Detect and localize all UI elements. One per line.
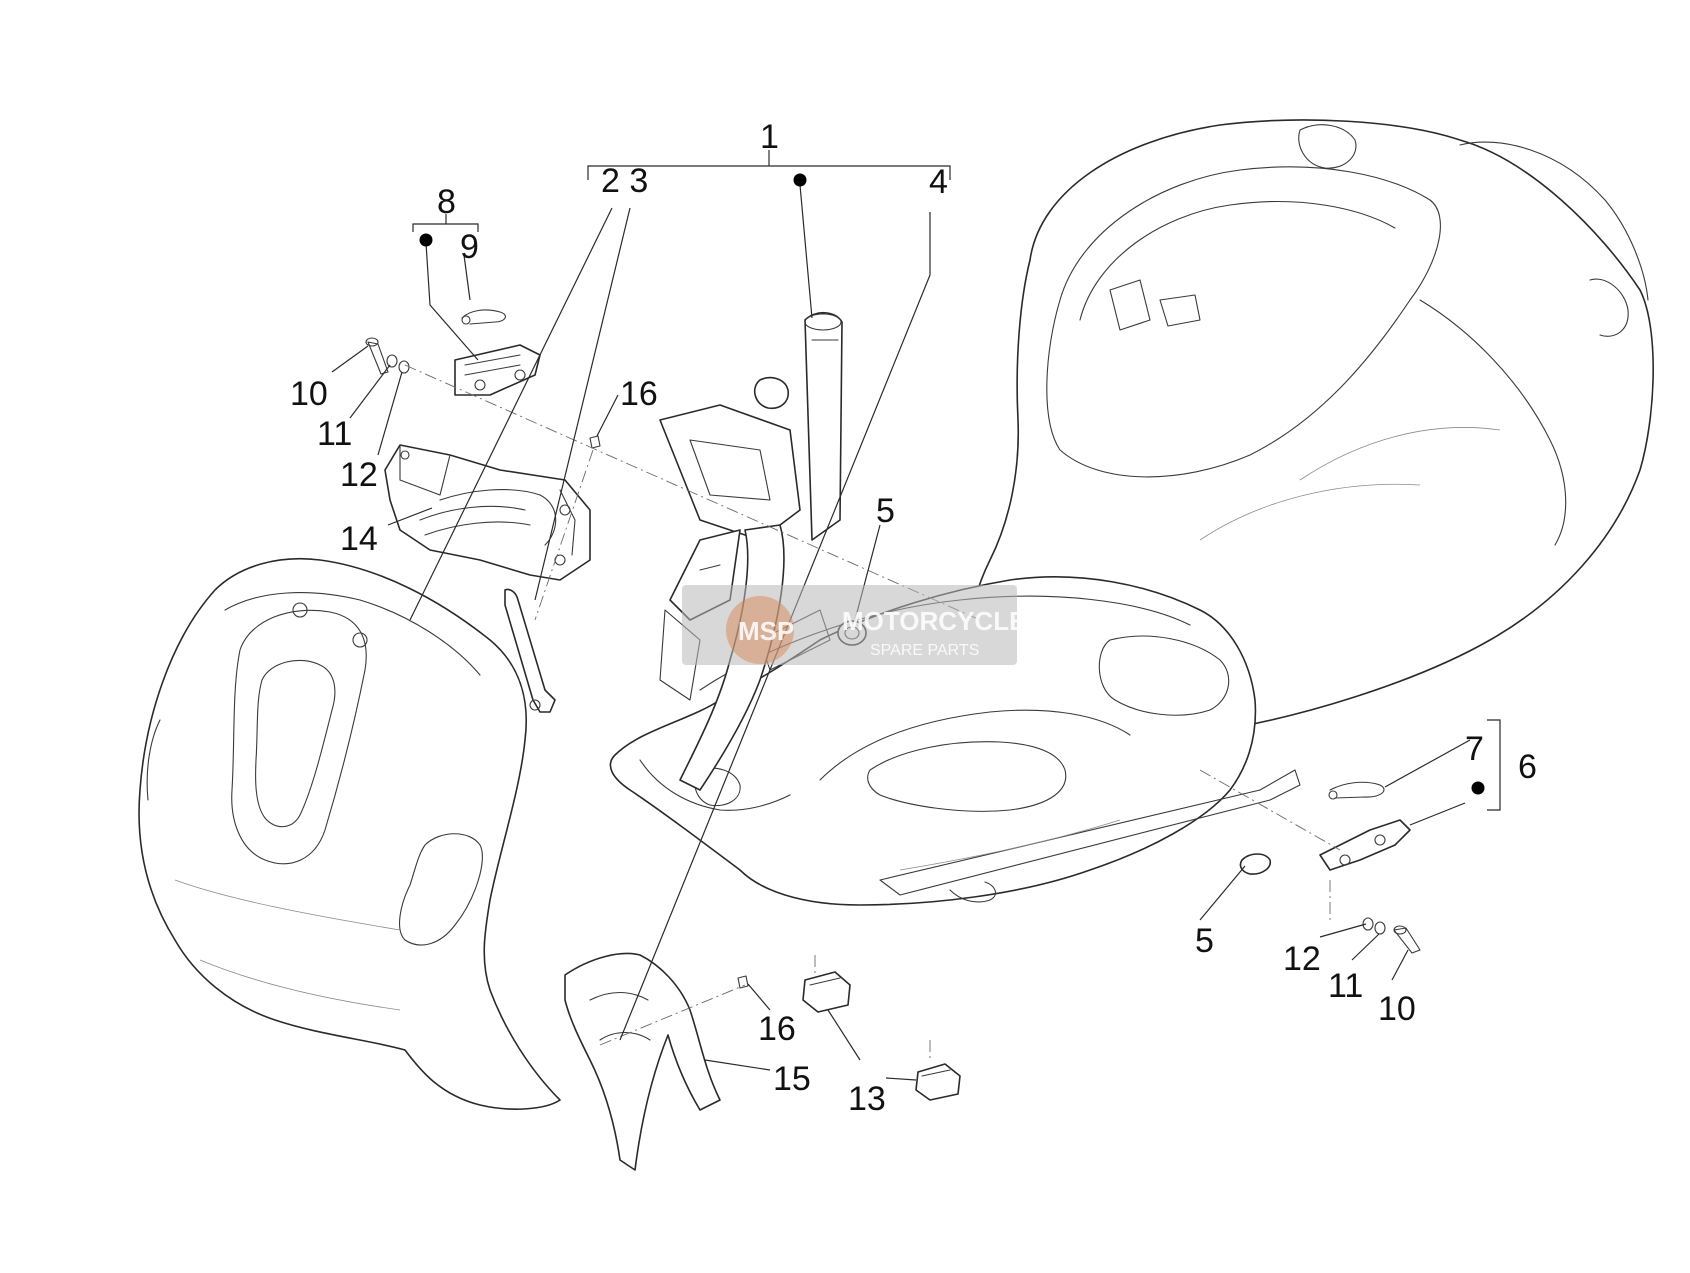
callout-11-left[interactable]: 11 [317,415,352,453]
watermark-logo-text: MSP [738,616,794,646]
bracket-part-14[interactable] [384,444,591,581]
kit-dot-6 [1471,781,1485,795]
callout-16-upper[interactable]: 16 [620,375,658,413]
watermark: MSP MOTORCYCLE SPARE PARTS [682,585,1026,665]
screw-part-10-left[interactable] [365,337,389,375]
callout-5-right[interactable]: 5 [1195,922,1214,960]
callout-12-right[interactable]: 12 [1283,940,1321,978]
washer-part-12-right[interactable] [1362,917,1374,931]
watermark-brand-text: MOTORCYCLE [842,606,1026,636]
callout-16-lower[interactable]: 16 [758,1010,796,1048]
callout-13[interactable]: 13 [848,1080,886,1118]
callout-7[interactable]: 7 [1465,730,1484,768]
kit-dot-8 [419,233,433,247]
callout-8[interactable]: 8 [437,183,456,221]
plug-part-13-upper[interactable] [802,971,851,1013]
assembly-axis-lines [404,364,1341,1062]
callout-12-left[interactable]: 12 [340,456,378,494]
clip-part-16-lower[interactable] [737,975,749,989]
washer-part-12-left[interactable] [398,360,410,374]
callout-labels: 1 2 3 4 5 5 6 7 8 9 10 10 11 11 12 12 13… [290,118,1537,1118]
callout-10-right[interactable]: 10 [1378,990,1416,1028]
cover-part-15[interactable] [564,952,721,1171]
callout-15[interactable]: 15 [773,1060,811,1098]
grommet-part-5-right[interactable] [1239,853,1272,875]
plug-part-13-lower[interactable] [915,1063,961,1101]
leader-lines [331,150,1501,1081]
hook-part-6[interactable] [1319,819,1411,871]
callout-5-center[interactable]: 5 [876,492,895,530]
callout-14[interactable]: 14 [340,520,378,558]
washer-part-11-right[interactable] [1374,921,1386,935]
callout-4[interactable]: 4 [929,163,948,201]
clip-part-9[interactable] [461,309,506,325]
callout-6[interactable]: 6 [1518,748,1537,786]
callout-1[interactable]: 1 [760,118,779,156]
callout-10-left[interactable]: 10 [290,375,328,413]
watermark-tagline: SPARE PARTS [870,642,979,659]
legshield-part[interactable] [138,557,561,1110]
clip-part-7[interactable] [1328,781,1385,800]
cable-guide-part[interactable] [504,588,556,713]
body-shell-part[interactable] [968,119,1654,740]
glovebox-hook-part-8[interactable] [454,344,541,396]
washer-part-11-left[interactable] [386,354,398,368]
callout-9[interactable]: 9 [460,228,479,266]
kit-dot-1 [793,173,807,187]
screw-part-10-right[interactable] [1393,925,1421,954]
callout-2-3[interactable]: 2 3 [601,162,648,200]
callout-11-right[interactable]: 11 [1328,967,1363,1005]
clip-part-16-upper[interactable] [589,435,601,449]
